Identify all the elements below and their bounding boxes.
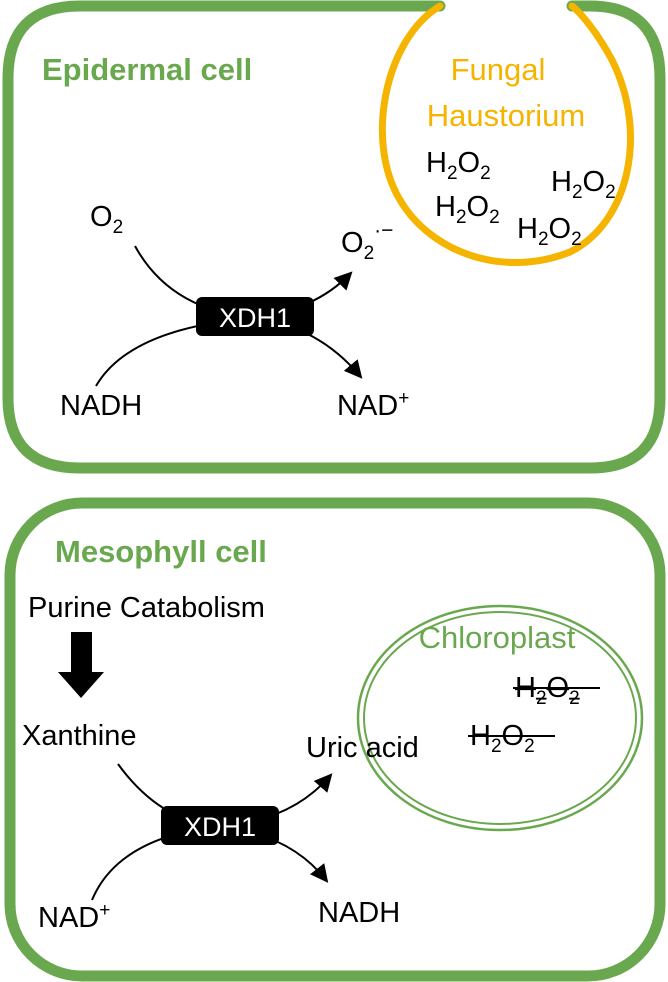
chloroplast-inner xyxy=(363,611,637,825)
h2o2-label: H2O2 xyxy=(435,191,500,228)
substrate-nad-plus: NAD+ xyxy=(38,900,110,934)
pathway-label: Purine Catabolism xyxy=(28,592,265,624)
epidermal-cell-title: Epidermal cell xyxy=(42,52,252,87)
enzyme-label-xdh1: XDH1 xyxy=(219,303,291,333)
fungal-haustorium-outline xyxy=(378,2,634,267)
enzyme-box-xdh1 xyxy=(161,806,279,845)
substrate-xanthine: Xanthine xyxy=(22,720,137,752)
mesophyll-cell-border xyxy=(4,497,666,982)
product-superoxide: O2·− xyxy=(341,219,393,264)
haustorium-label-line2: Haustorium xyxy=(427,98,586,133)
h2o2-label: H2O2 xyxy=(517,213,582,250)
substrate-nadh: NADH xyxy=(60,390,142,422)
h2o2-label: H2O2 xyxy=(426,147,491,184)
chloroplast-outer xyxy=(356,604,644,832)
h2o2-crossed-label: H2O2 xyxy=(515,672,580,709)
enzyme-box-xdh1 xyxy=(196,297,314,336)
mesophyll-cell-title: Mesophyll cell xyxy=(55,534,267,569)
epidermal-cell-border xyxy=(2,0,666,474)
down-arrow-icon xyxy=(58,632,104,698)
product-nad-plus: NAD+ xyxy=(337,388,409,422)
enzyme-label-xdh1: XDH1 xyxy=(184,812,256,842)
h2o2-label: H2O2 xyxy=(551,166,616,203)
chloroplast-label: Chloroplast xyxy=(419,620,576,655)
h2o2-crossed-label: H2O2 xyxy=(470,720,535,757)
haustorium-label-line1: Fungal xyxy=(451,52,546,87)
substrate-o2: O2 xyxy=(90,201,123,238)
product-nadh: NADH xyxy=(318,897,400,929)
product-uric-acid: Uric acid xyxy=(306,732,419,764)
